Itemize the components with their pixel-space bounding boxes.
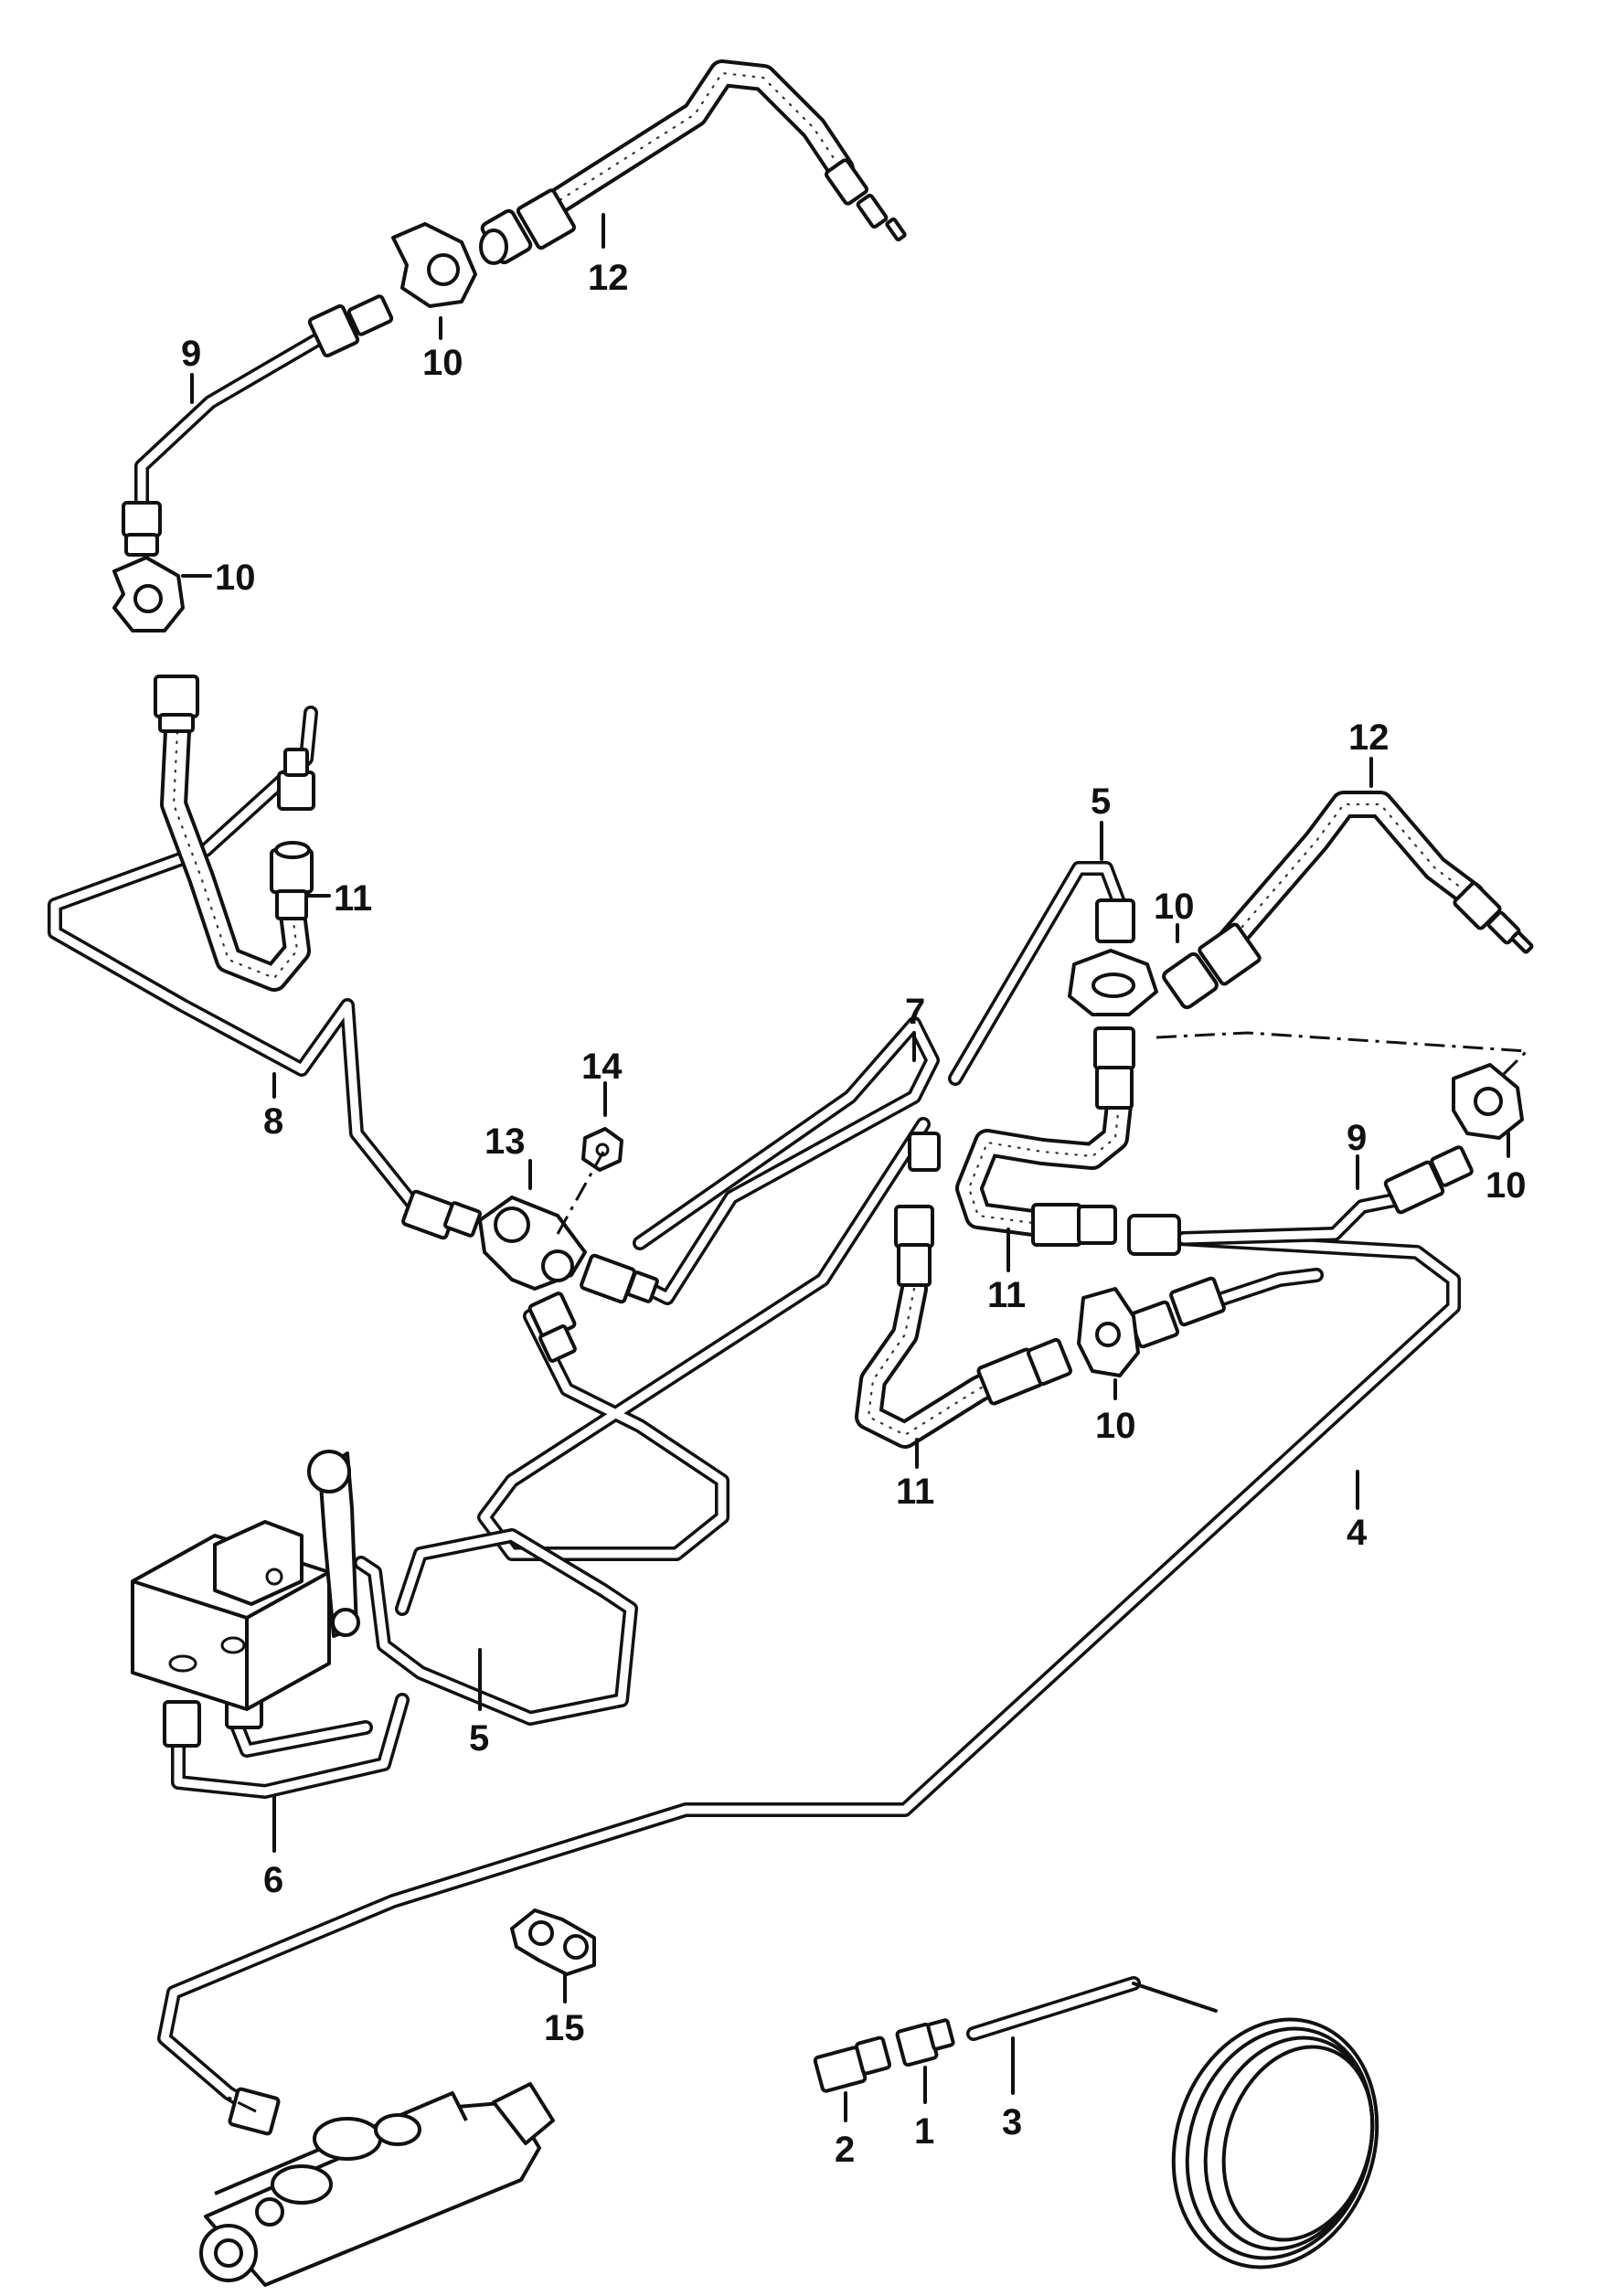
clip-10-left — [112, 556, 185, 632]
label-part-10: 10 — [215, 558, 256, 598]
pipe-9-upper-nut — [307, 294, 394, 358]
label-part-4: 4 — [1347, 1513, 1368, 1553]
label-part-10: 10 — [1095, 1406, 1136, 1446]
unit-port-nut-left — [163, 1700, 201, 1748]
master-cylinder — [199, 2082, 555, 2287]
pipe-8-junction-nut — [401, 1189, 482, 1240]
label-part-5: 5 — [1091, 781, 1111, 822]
label-part-11: 11 — [896, 1472, 934, 1512]
brake-pipe-9-right — [1177, 1190, 1415, 1246]
fittings — [122, 158, 1534, 2136]
hose-11-left-top-fitting — [154, 675, 199, 733]
pipe-7-junction-nut — [580, 1253, 659, 1304]
clip-10-middle — [1068, 949, 1158, 1016]
label-part-12: 12 — [588, 258, 629, 298]
pipe-9-right-nut — [1383, 1145, 1474, 1215]
pipe-4-start-nut — [1127, 1214, 1181, 1256]
pipe-8-top-nut — [277, 748, 315, 811]
pipe-right-lower-nut — [1127, 1276, 1226, 1349]
hose-12-right-end-fitting — [1162, 922, 1262, 1010]
label-part-6: 6 — [263, 1860, 283, 1900]
hose-11-lower-end-fitting — [976, 1337, 1072, 1406]
hose-11-lower-top-fitting — [894, 1205, 934, 1287]
brake-pipe-6 — [171, 1693, 410, 1799]
brake-pipe-right-lower — [1190, 1268, 1324, 1314]
hose-12-upper-tip-fitting — [825, 158, 907, 242]
pipe-9-lower-nut — [122, 501, 162, 557]
label-part-11: 11 — [987, 1275, 1026, 1315]
brake-hose-12-right — [1216, 791, 1486, 955]
valve-lever — [307, 1450, 360, 1638]
unit-pipe-junction-nut — [527, 1292, 577, 1363]
label-part-9: 9 — [181, 334, 201, 374]
union-part-1 — [895, 2018, 955, 2067]
brake-pipe-5-lower — [354, 1528, 638, 1726]
brake-pipe-5-upper — [948, 861, 1127, 1086]
label-part-8: 8 — [263, 1101, 283, 1142]
brake-pipes — [48, 331, 1461, 2114]
junction-block-13 — [478, 1196, 587, 1291]
clip-10-lower — [1077, 1287, 1140, 1377]
label-part-7: 7 — [905, 992, 925, 1032]
pipe-7-end-nut — [908, 1132, 941, 1172]
hose-12-upper-end-fitting — [479, 188, 576, 265]
proportioning-valve-unit — [131, 1520, 331, 1711]
nut-14 — [581, 1127, 623, 1172]
clips — [112, 222, 1524, 1377]
brake-hose-11-lower — [855, 1275, 1010, 1449]
hose-11-middle-end-fitting — [1031, 1203, 1117, 1247]
brake-pipe-8 — [48, 706, 437, 1232]
pipe-coil-3 — [1132, 1982, 1379, 2269]
brake-pipe-9-upper — [134, 331, 327, 519]
brake-hose-11-middle — [955, 1083, 1134, 1238]
pipe-5-upper-end-nut — [1095, 898, 1135, 943]
clip-10-upper — [391, 222, 477, 308]
brake-pipe-3-loose — [966, 1976, 1141, 2041]
label-part-14: 14 — [581, 1047, 623, 1087]
brake-pipe-6-secondary — [230, 1720, 373, 1758]
hose-12-right-tip-fitting — [1453, 881, 1534, 954]
leader-lines — [181, 213, 1510, 2122]
label-part-1: 1 — [914, 2111, 934, 2152]
alignment-lines — [218, 1031, 1530, 2113]
label-part-13: 13 — [485, 1121, 526, 1162]
part-labels: 12 10 9 10 11 8 14 13 7 5 10 12 9 10 11 … — [181, 258, 1527, 2170]
label-part-12: 12 — [1348, 718, 1390, 758]
brake-hose-12-upper — [530, 59, 855, 224]
label-part-10: 10 — [1154, 887, 1195, 927]
hose-11-left-bottom-fitting — [270, 841, 314, 920]
brake-pipe-unit-to-7 — [477, 1117, 931, 1561]
union-part-2 — [813, 2036, 891, 2093]
label-part-15: 15 — [544, 2008, 585, 2048]
label-part-10: 10 — [1486, 1165, 1527, 1206]
label-part-3: 3 — [1002, 2102, 1022, 2142]
clip-10-right — [1452, 1063, 1524, 1140]
brake-pipe-7 — [614, 1016, 940, 1305]
label-part-5: 5 — [469, 1718, 489, 1759]
brake-hoses — [160, 59, 1486, 1449]
brake-pipe-4 — [157, 1231, 1461, 2114]
hose-11-middle-top-fitting — [1093, 1026, 1135, 1110]
label-part-11: 11 — [334, 878, 372, 919]
label-part-2: 2 — [835, 2130, 855, 2170]
brake-hose-11-left — [160, 699, 311, 992]
label-part-9: 9 — [1347, 1118, 1367, 1158]
label-part-10: 10 — [422, 343, 463, 383]
pipe-clip-15 — [510, 1908, 596, 1976]
